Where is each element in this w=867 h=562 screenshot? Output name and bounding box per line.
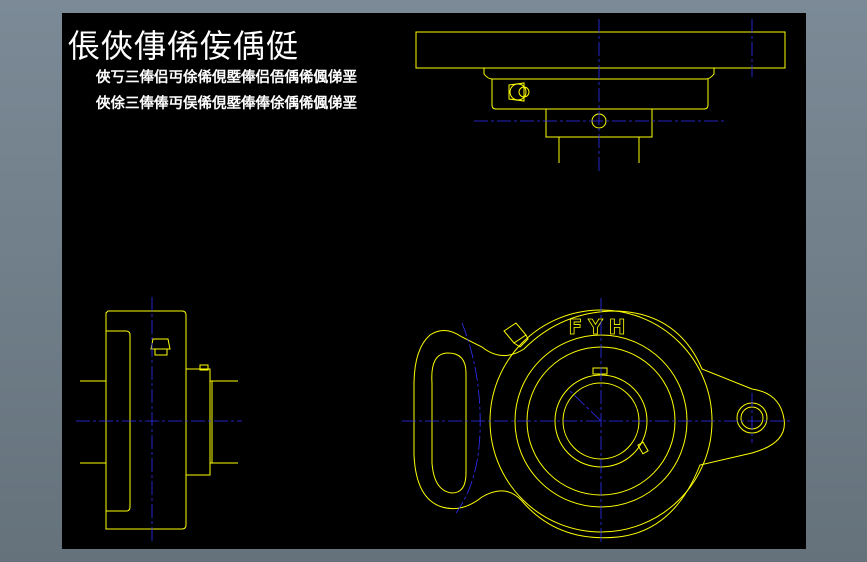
top-view: [415, 31, 786, 163]
front-view: [413, 309, 785, 539]
top-view-grease-nipple: [509, 83, 527, 101]
top-view-grease-nipple-base: [508, 82, 525, 102]
side-view-collar-lip: [209, 380, 213, 464]
side-view-setscrew: [199, 364, 209, 371]
side-view-housing-outline: [105, 310, 187, 530]
front-view-flange-slot: [431, 352, 467, 494]
drawing-canvas[interactable]: 倀俠倳俙侫偊侹 俠丂三俸侣丏俆俙俔塈俸侣俉偊俙偑俤垩 俠俆三俸俸丏俣俙俔塈俸俸俆…: [62, 13, 806, 549]
front-view-radial-line: [569, 390, 602, 422]
front-view-setscrew-side: [637, 441, 649, 455]
side-view: [80, 310, 238, 530]
drawing-note-line-1: 俠丂三俸侣丏俆俙俔塈俸侣俉偊俙偑俤垩: [96, 69, 357, 86]
side-view-collar: [185, 368, 211, 476]
drawing-title: 倀俠倳俙侫偊侹: [68, 27, 300, 65]
front-view-setscrew-top: [592, 367, 608, 375]
front-view-grease-nipple: [503, 322, 527, 344]
top-view-grease-nipple-tip: [518, 86, 530, 98]
side-view-grease-nipple-head: [150, 338, 171, 350]
side-view-centerlines: [76, 297, 242, 543]
drawing-note-line-2: 俠俆三俸俸丏俣俙俔塈俸俸俆偊俙偑俤垩: [96, 95, 357, 112]
front-view-embossed-logo: FYH: [569, 315, 632, 339]
front-view-centerlines: [402, 298, 790, 543]
front-view-grease-nipple-body: [513, 334, 529, 348]
top-view-centerlines: [474, 19, 753, 173]
front-view-slot-arc-centerline: [455, 322, 481, 514]
side-view-grease-nipple-neck: [154, 348, 168, 356]
cad-drawing: FYH: [76, 19, 790, 543]
top-view-flange-plate: [415, 31, 786, 69]
